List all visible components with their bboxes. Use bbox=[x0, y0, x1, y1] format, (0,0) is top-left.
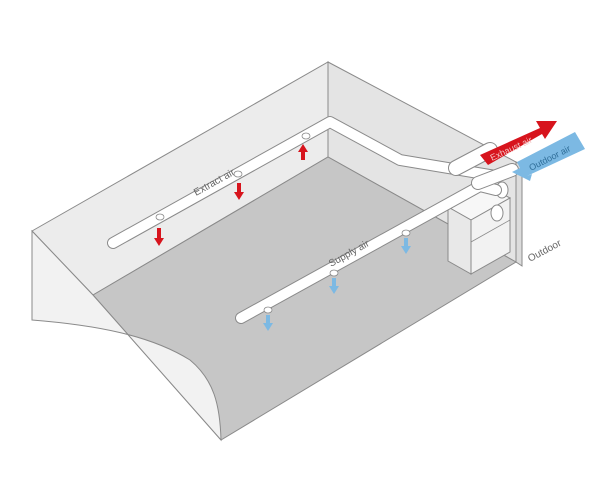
front-cut-wall bbox=[31, 229, 222, 442]
exhaust-arrow-icon bbox=[480, 121, 557, 165]
outdoor-air-arrow-icon bbox=[512, 132, 585, 181]
extract-arrows bbox=[154, 144, 308, 246]
extract-arrow-icon bbox=[154, 228, 164, 246]
supply-arrow-icon bbox=[401, 238, 411, 254]
extract-arrow-icon bbox=[234, 183, 244, 200]
supply-arrows bbox=[263, 238, 411, 331]
outdoor-label: Outdoor bbox=[526, 238, 564, 265]
outer-wall-edge bbox=[515, 161, 523, 267]
extract-arrow-icon bbox=[298, 144, 308, 160]
supply-arrow-icon bbox=[263, 315, 273, 331]
outdoor-ducts bbox=[448, 142, 519, 190]
supply-arrow-icon bbox=[329, 278, 339, 294]
